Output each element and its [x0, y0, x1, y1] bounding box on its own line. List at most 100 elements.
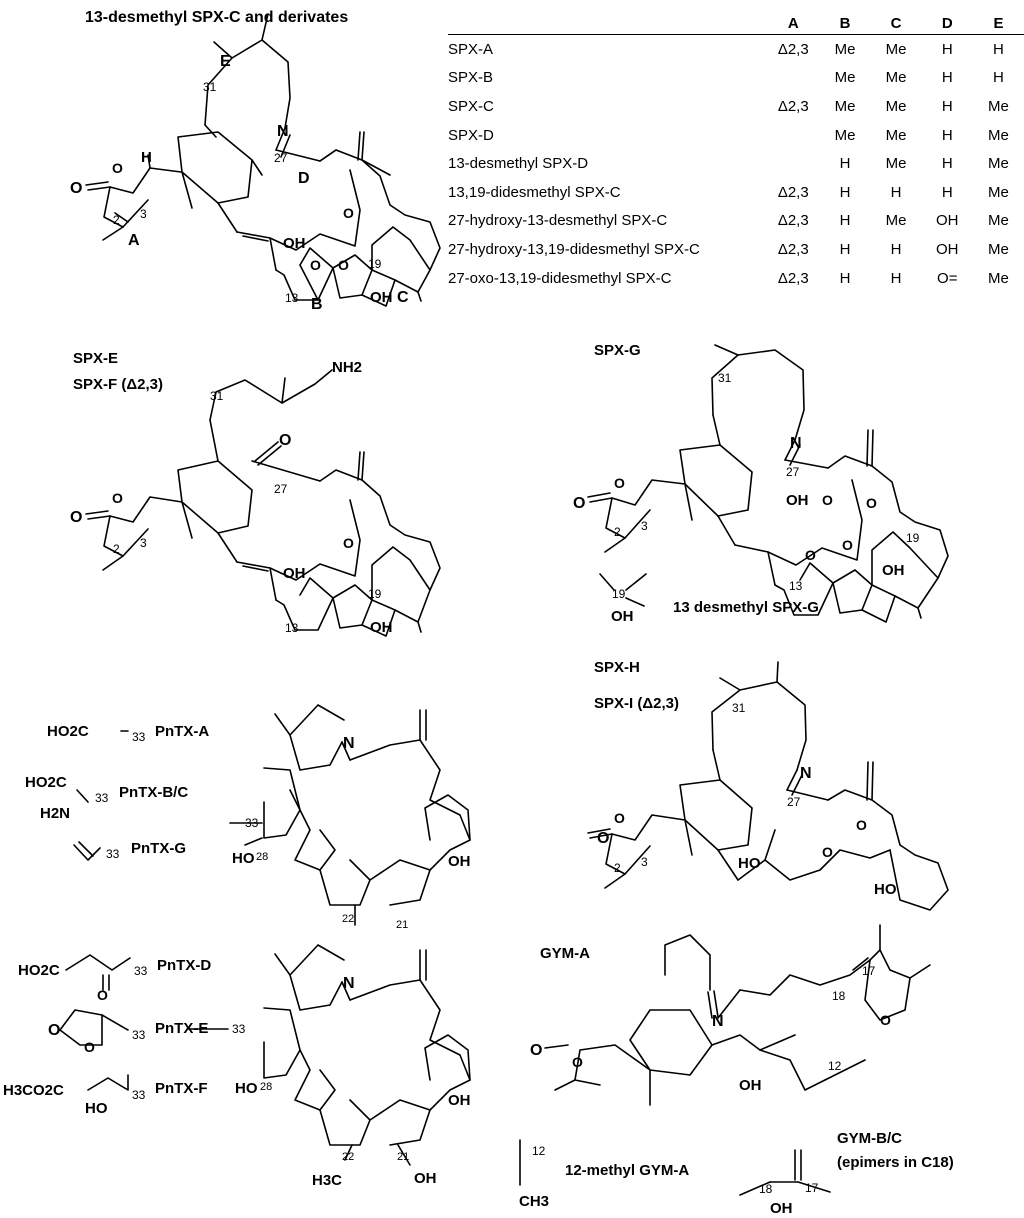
table-header-a: A	[787, 14, 799, 32]
locant-19-g: 19	[906, 531, 920, 545]
pntx-d-hoc: HO2C	[18, 962, 60, 979]
locant-2-h: 2	[614, 861, 621, 875]
atom-o-e-ring: O	[112, 490, 123, 506]
table-cell-c: H	[890, 183, 902, 201]
atom-oh-pntx2: OH	[448, 1092, 471, 1109]
atom-oh-e-1: OH	[283, 565, 306, 582]
ring-label-e: E	[220, 53, 231, 70]
atom-o-g-carbonyl: O	[573, 495, 585, 512]
locant-22: 22	[342, 913, 354, 925]
locant-12: 12	[828, 1059, 842, 1073]
table-cell-d: O=	[937, 269, 958, 287]
table-header-b: B	[839, 14, 851, 32]
table-cell-b: H	[839, 155, 851, 173]
ring-label-a: A	[128, 232, 140, 249]
atom-o-2: O	[343, 205, 354, 221]
table-cell-c: Me	[885, 126, 907, 144]
table-cell-name: 27-hydroxy-13,19-didesmethyl SPX-C	[448, 240, 700, 258]
locant-28b: 28	[260, 1081, 272, 1093]
table-cell-b: H	[839, 269, 851, 287]
atom-o-gym: O	[880, 1012, 891, 1028]
locant-18-frag: 18	[759, 1182, 773, 1196]
atom-o-4: O	[338, 257, 349, 273]
table-cell-b: Me	[834, 69, 856, 87]
table-cell-e: Me	[988, 155, 1009, 173]
table-cell-a: Δ2,3	[777, 212, 809, 230]
pntx-e-label: PnTX-E	[155, 1020, 208, 1037]
pntx-abcg-structure	[73, 704, 471, 926]
pntx-a-group: HO2C	[47, 723, 89, 740]
spx-hi-structure	[587, 661, 949, 911]
atom-oh-pntx: OH	[448, 853, 471, 870]
locant-13-g: 13	[789, 579, 803, 593]
spx-ef-structure	[85, 369, 441, 637]
table-cell-e: Me	[988, 126, 1009, 144]
locant-27-h: 27	[787, 795, 801, 809]
table-cell-e: Me	[988, 97, 1009, 115]
table-cell-e: Me	[988, 240, 1009, 258]
atom-n-g: N	[790, 435, 802, 452]
atom-o-g-3: O	[866, 495, 877, 511]
table-cell-b: Me	[834, 126, 856, 144]
table-header-row: A B C D E	[448, 12, 1024, 35]
table-cell-a: Δ2,3	[777, 240, 809, 258]
table-cell-d: OH	[936, 212, 959, 230]
locant-33-d: 33	[134, 964, 148, 978]
locant-27: 27	[274, 151, 288, 165]
atom-o-gym-ring: O	[572, 1054, 583, 1070]
atom-o-g-5: O	[805, 547, 816, 563]
locant-27-e: 27	[274, 482, 288, 496]
table-cell-a	[767, 149, 819, 178]
table-cell-b: Me	[834, 97, 856, 115]
pntx-d-o: O	[97, 987, 108, 1003]
locant-22b: 22	[342, 1151, 354, 1163]
spx-c-structure	[85, 13, 441, 307]
pntx-f-label: PnTX-F	[155, 1080, 208, 1097]
locant-3-g: 3	[641, 519, 648, 533]
locant-27-g: 27	[786, 465, 800, 479]
locant-33-e2: 33	[132, 1028, 146, 1042]
table-cell-name: SPX-A	[448, 40, 494, 58]
atom-o-h-carbonyl: O	[597, 830, 609, 847]
atom-o-e-carbonyl: O	[70, 509, 82, 526]
heading-spx-c: 13-desmethyl SPX-C and derivates	[85, 9, 348, 26]
table-cell-a: Δ2,3	[777, 183, 809, 201]
atom-o-h-2: O	[822, 844, 833, 860]
table-cell-a: Δ2,3	[777, 40, 809, 58]
atom-ho-28: HO	[232, 850, 255, 867]
locant-19: 19	[368, 257, 382, 271]
pntx-g-label: PnTX-G	[131, 840, 186, 857]
table-header-name	[448, 12, 767, 35]
table-cell-c: Me	[885, 97, 907, 115]
heading-gym-bc-epimers: (epimers in C18)	[837, 1154, 954, 1171]
pntx-bc-label: PnTX-B/C	[119, 784, 188, 801]
atom-oh-g-2: OH	[882, 562, 905, 579]
table-cell-c: Me	[885, 212, 907, 230]
heading-spx-i: SPX-I (Δ2,3)	[594, 695, 679, 712]
table-cell-name: 13-desmethyl SPX-D	[448, 155, 589, 173]
gym-a-structure	[519, 924, 931, 1196]
heading-spx-h: SPX-H	[594, 659, 640, 676]
heading-gym-bc: GYM-B/C	[837, 1130, 902, 1147]
atom-o-g-2: O	[822, 492, 833, 508]
atom-o-h-ring: O	[614, 810, 625, 826]
table-cell-name: SPX-D	[448, 126, 494, 144]
pntx-e-o1: O	[48, 1022, 60, 1039]
atom-oh-18: OH	[770, 1200, 793, 1217]
table-cell-e: Me	[988, 212, 1009, 230]
locant-13-e: 13	[285, 621, 299, 635]
atom-oh-g-1: OH	[786, 492, 809, 509]
locant-2-g: 2	[614, 525, 621, 539]
atom-o-gym-carbonyl: O	[530, 1042, 542, 1059]
heading-spx-f: SPX-F (Δ2,3)	[73, 376, 163, 393]
table-header-e: E	[993, 14, 1004, 32]
pntx-bc-hoc: HO2C	[25, 774, 67, 791]
pntx-d-label: PnTX-D	[157, 957, 211, 974]
heading-13-desmethyl-spx-g: 13 desmethyl SPX-G	[673, 599, 819, 616]
